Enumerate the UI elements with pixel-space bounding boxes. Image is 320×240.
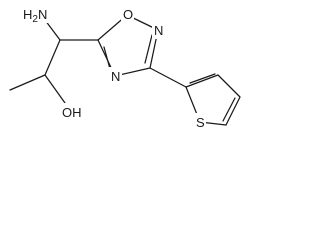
ring-n2-label: N: [154, 23, 163, 38]
ring-oxygen-label: O: [123, 7, 133, 22]
ring-n4-label: N: [111, 69, 120, 84]
thiophene-sulfur-label: S: [196, 115, 205, 130]
bond-n4-c5-inner: [103, 46, 111, 70]
bond-c4prime-c5prime-inner: [222, 97, 236, 122]
atom-labels: H2N OH O N N S: [23, 7, 205, 130]
bond-c3prime-c4prime: [217, 74, 241, 98]
structure-canvas: H2N OH O N N S: [0, 0, 262, 142]
bond-c1-c2: [44, 39, 61, 76]
amine-label: H2N: [23, 7, 47, 25]
molecule-drawing: H2N OH O N N S: [9, 5, 241, 131]
bond-c2prime-c3prime-inner: [189, 73, 216, 84]
hydroxyl-label: OH: [62, 105, 82, 120]
bond-c3-c2prime: [149, 67, 187, 88]
bonds: [9, 14, 241, 126]
bond-n2-c3-inner: [144, 34, 153, 64]
bond-c2-ch3: [9, 74, 46, 91]
bond-c1-n: [44, 19, 61, 41]
bond-c2prime-c3prime: [185, 74, 219, 88]
label-masks: [20, 5, 206, 131]
bond-c4prime-c5prime: [225, 96, 241, 126]
